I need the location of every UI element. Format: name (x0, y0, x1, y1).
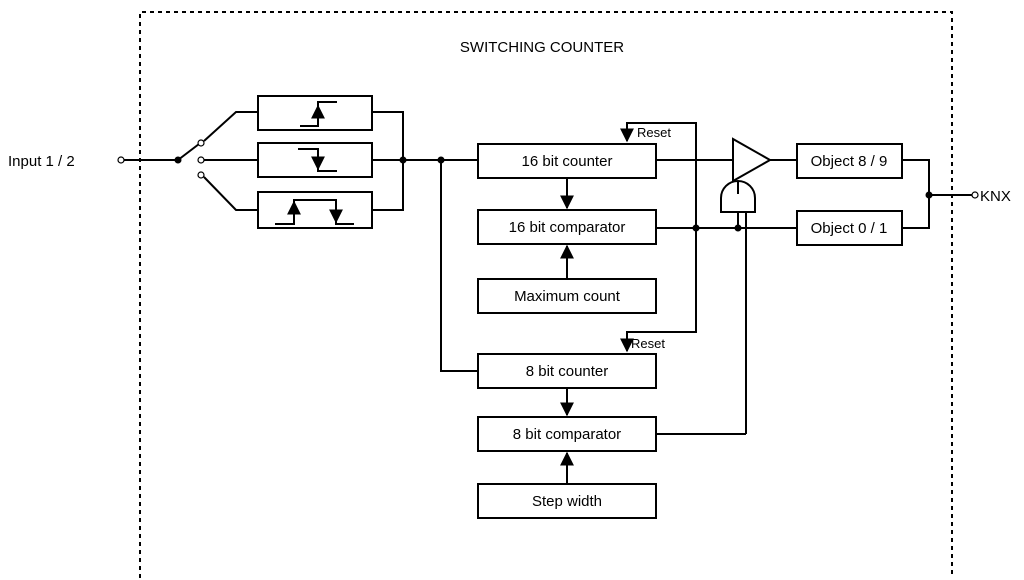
rising-edge-box (257, 95, 373, 131)
selector-contact-falling (197, 156, 205, 164)
object-0-1-label: Object 0 / 1 (811, 220, 888, 237)
counter-8bit-block: 8 bit counter (477, 353, 657, 389)
selector-switch-arm (177, 143, 200, 161)
comparator-16bit-label: 16 bit comparator (509, 219, 626, 236)
output-buffer (732, 137, 773, 183)
reset-label-16bit: Reset (637, 125, 671, 140)
reset-line-16bit (620, 122, 697, 228)
and-gate (720, 180, 756, 213)
maximum-count-label: Maximum count (514, 288, 621, 305)
reset-label-8bit: Reset (631, 336, 665, 351)
selector-contact-rising (197, 139, 205, 147)
input-label: Input 1 / 2 (8, 153, 75, 170)
step-width-block: Step width (477, 483, 657, 519)
object-8-9-block: Object 8 / 9 (796, 143, 903, 179)
device-boundary (139, 11, 953, 578)
falling-edge-box (257, 142, 373, 178)
maximum-count-block: Maximum count (477, 278, 657, 314)
diagram-title: SWITCHING COUNTER (460, 39, 624, 56)
counter-16bit-label: 16 bit counter (522, 153, 613, 170)
comparator-8bit-block: 8 bit comparator (477, 416, 657, 452)
reset-line-8bit (620, 228, 697, 353)
comparator-8bit-label: 8 bit comparator (513, 426, 621, 443)
object-8-9-label: Object 8 / 9 (811, 153, 888, 170)
comparator-16bit-block: 16 bit comparator (477, 209, 657, 245)
counter-8bit-label: 8 bit counter (526, 363, 609, 380)
knx-terminal (971, 191, 979, 199)
object-0-1-block: Object 0 / 1 (796, 210, 903, 246)
selector-contact-both (197, 171, 205, 179)
counter-16bit-block: 16 bit counter (477, 143, 657, 179)
knx-label: KNX (980, 188, 1011, 205)
step-width-label: Step width (532, 493, 602, 510)
input-terminal (117, 156, 125, 164)
both-edges-box (257, 191, 373, 229)
